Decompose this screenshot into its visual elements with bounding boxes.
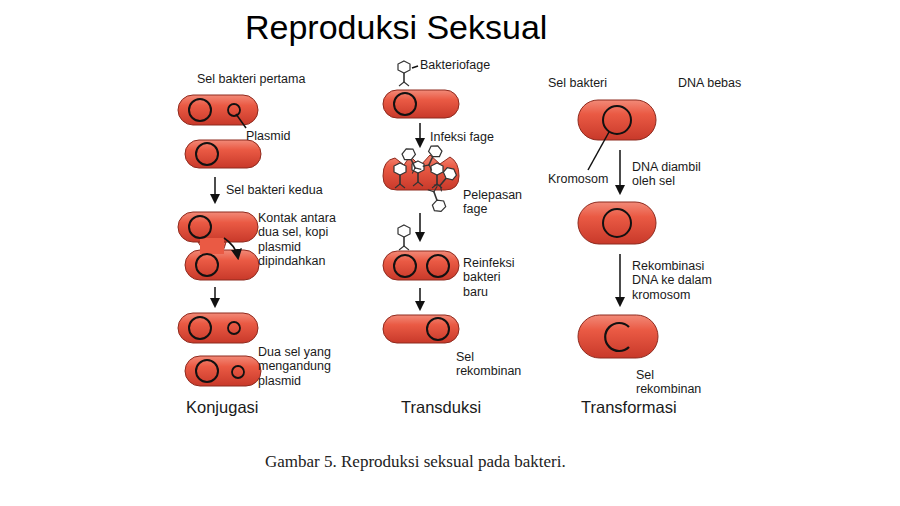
transduction-arrows — [412, 66, 420, 309]
transformation-arrows — [588, 132, 620, 305]
annotation-label: Sel bakteri pertama — [197, 72, 305, 86]
conjugation-arrows — [215, 114, 246, 306]
column-title: Konjugasi — [186, 398, 258, 417]
annotation-label: Reinfeksi bakteri baru — [463, 256, 527, 299]
annotation-label: Rekombinasi DNA ke dalam kromosom — [632, 259, 718, 302]
figure-caption: Gambar 5. Reproduksi seksual pada bakter… — [265, 452, 566, 472]
column-title: Transformasi — [581, 398, 677, 417]
annotation-label: DNA diambil oleh sel — [632, 160, 708, 189]
annotation-label: Pelepasan fage — [463, 188, 527, 217]
annotation-label: Sel rekombinan — [636, 368, 702, 397]
annotation-label: Plasmid — [246, 129, 290, 143]
annotation-label: Sel bakteri — [548, 76, 607, 90]
page-title: Reproduksi Seksual — [245, 8, 547, 47]
column-title: Transduksi — [401, 398, 481, 417]
annotation-label: Sel rekombinan — [456, 350, 522, 379]
annotation-label: DNA bebas — [678, 76, 741, 90]
annotation-label: Infeksi fage — [430, 130, 494, 144]
annotation-label: Sel bakteri kedua — [226, 183, 323, 197]
annotation-label: Bakteriofage — [420, 58, 490, 72]
transduction-illustration — [383, 61, 459, 343]
transformation-illustration — [578, 100, 658, 358]
annotation-label: Kromosom — [548, 172, 608, 186]
annotation-label: Dua sel yang mengandung plasmid — [258, 345, 344, 388]
annotation-label: Kontak antara dua sel, kopi plasmid dipi… — [258, 211, 338, 269]
